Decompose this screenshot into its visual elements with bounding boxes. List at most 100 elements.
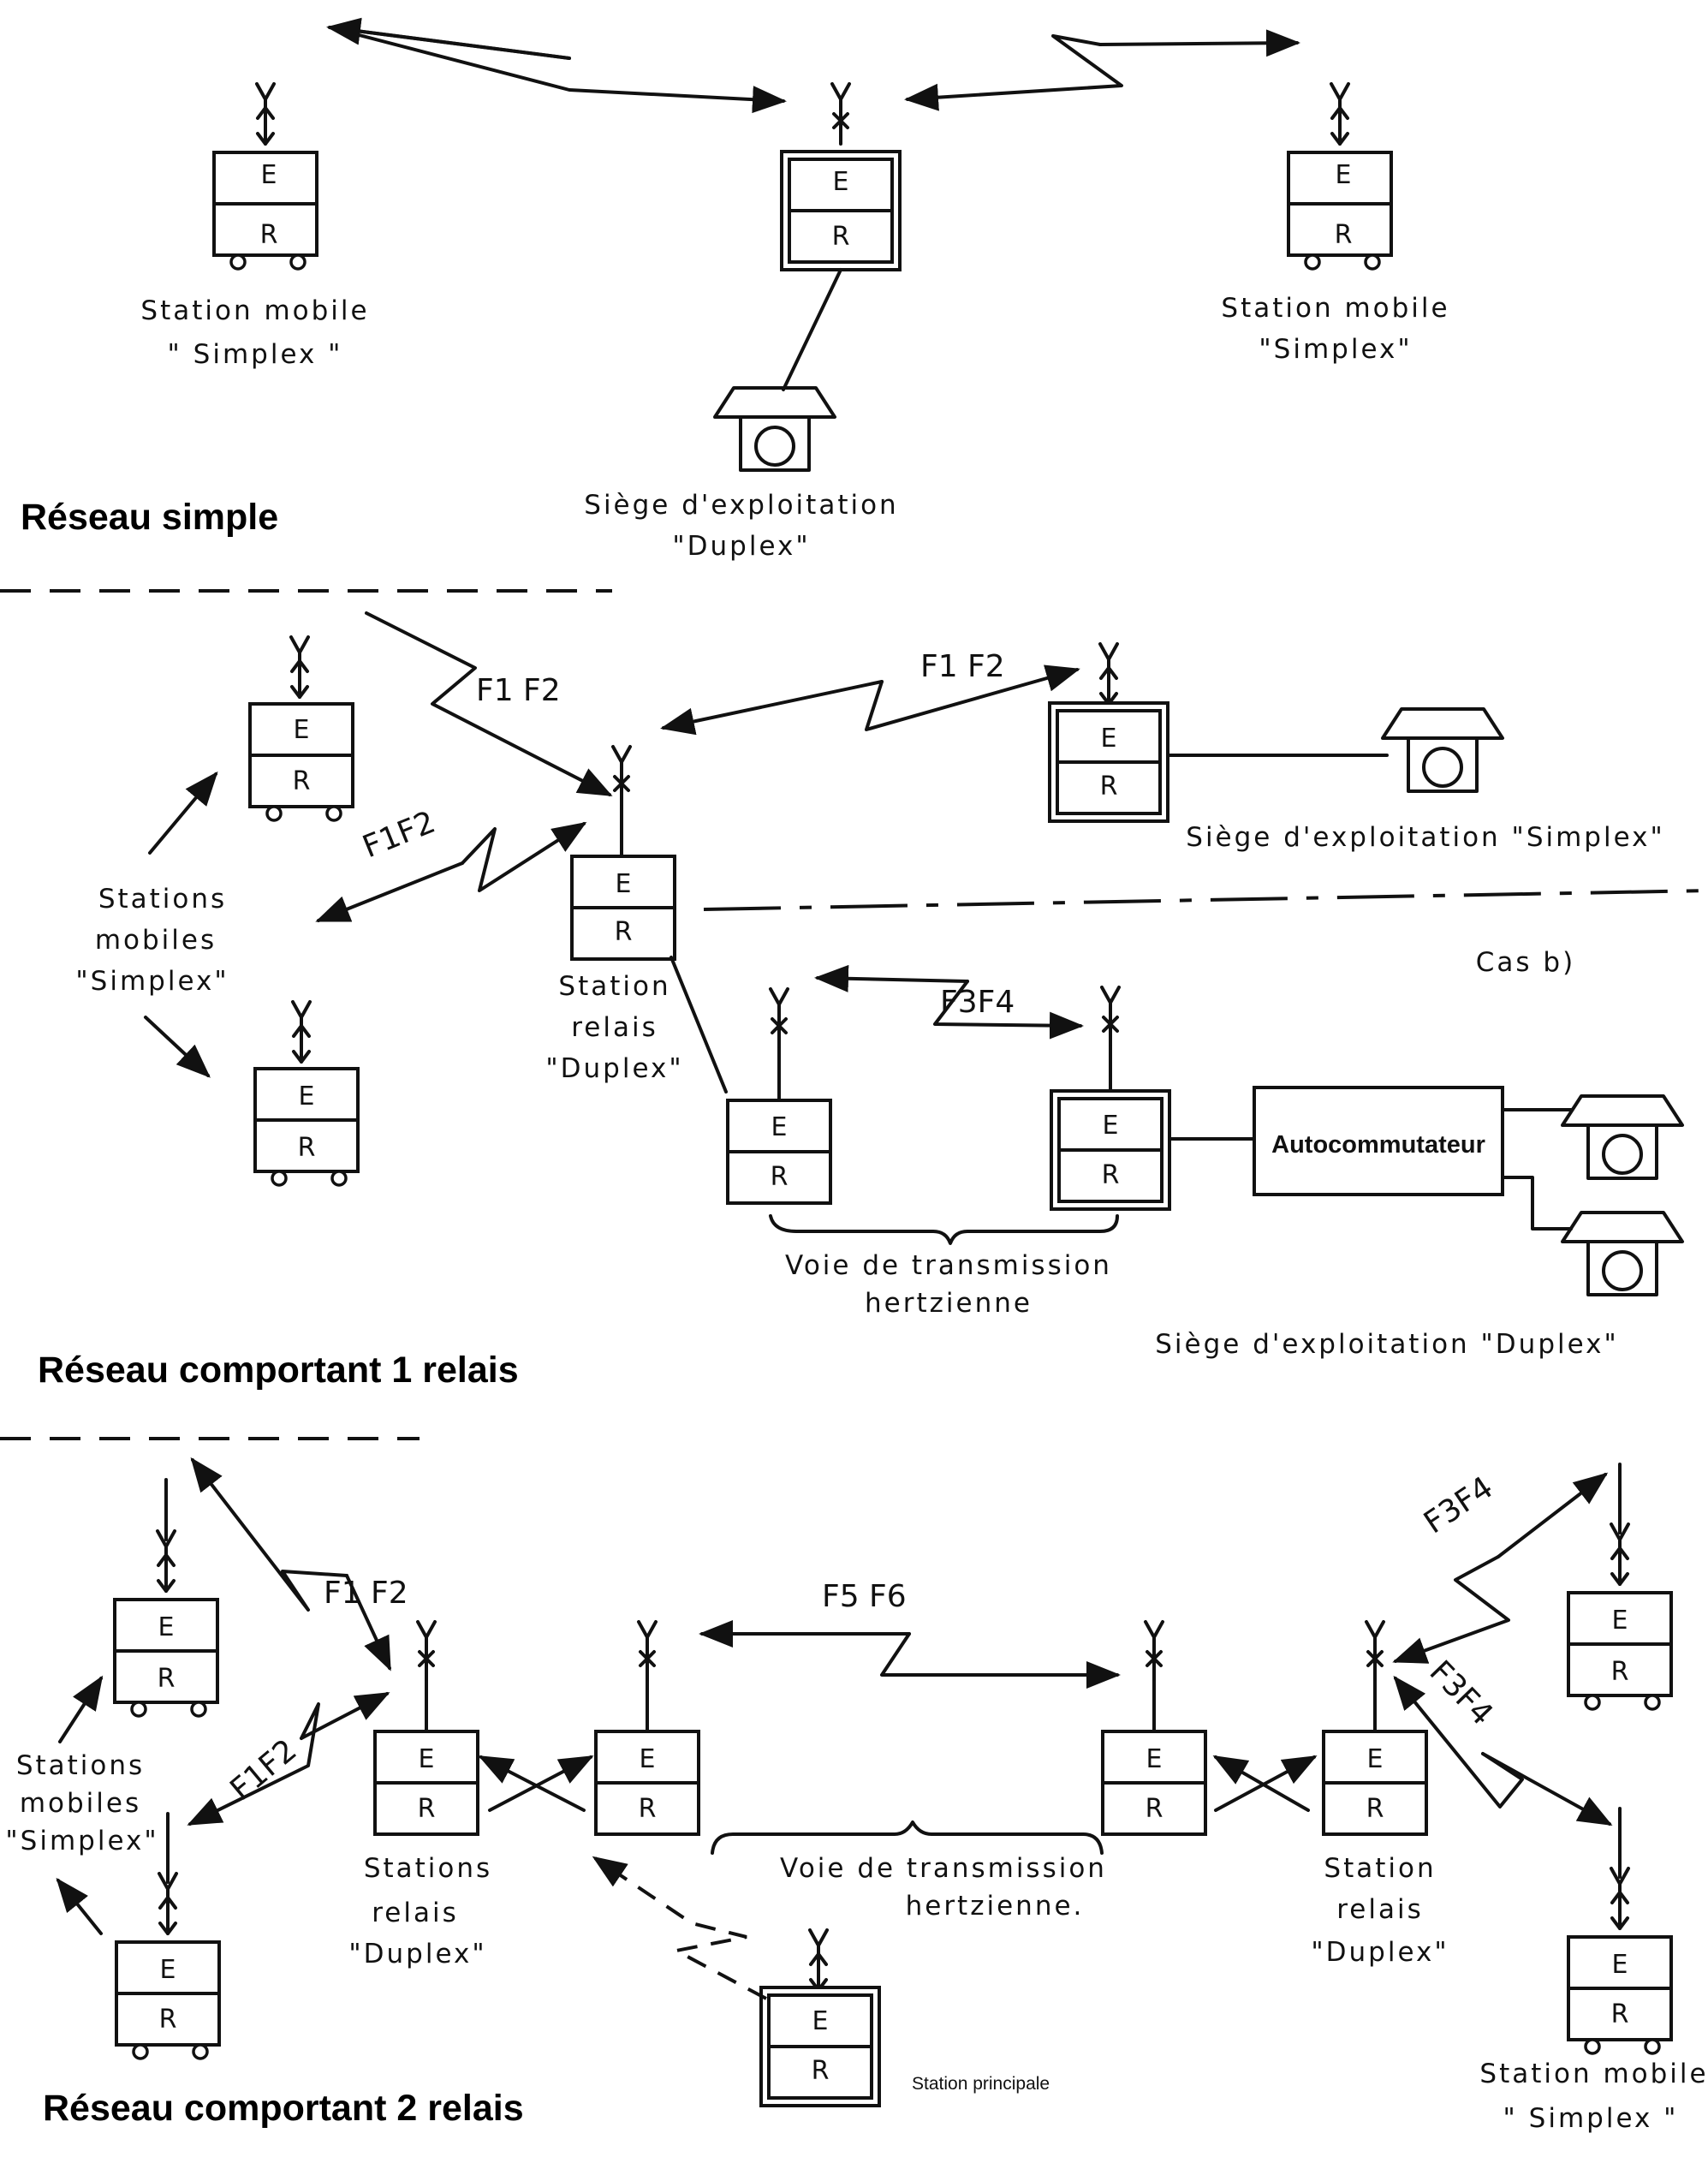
label: Autocommutateur bbox=[1271, 1131, 1485, 1159]
unit-e-label: E bbox=[160, 1955, 176, 1985]
label: mobiles bbox=[95, 925, 217, 956]
unit-r-label: R bbox=[159, 2005, 177, 2035]
label: relais bbox=[571, 1012, 658, 1043]
telephone-icon bbox=[1381, 707, 1504, 793]
frequency-label: F3F4 bbox=[1423, 1654, 1500, 1732]
label: "Simplex" bbox=[1259, 334, 1412, 365]
unit-r-label: R bbox=[1100, 772, 1118, 801]
label: Station bbox=[558, 971, 670, 1002]
unit-e-label: E bbox=[1612, 1606, 1628, 1636]
radio-link bbox=[315, 861, 464, 922]
label: Siège d'exploitation bbox=[584, 490, 898, 521]
s2-mobile-top bbox=[248, 635, 354, 822]
section-title-2-relais: Réseau comportant 2 relais bbox=[43, 2088, 524, 2129]
s3-mobile-bottom bbox=[115, 1812, 221, 2060]
label: Cas b) bbox=[1476, 947, 1575, 978]
s3-mobile-right-bottom bbox=[1567, 1807, 1673, 2055]
s3-mobile-top bbox=[113, 1478, 219, 1718]
frequency-label: F5 F6 bbox=[822, 1579, 907, 1614]
autocommutateur-box bbox=[1253, 1086, 1504, 1196]
s2-relay-station bbox=[570, 745, 676, 961]
label: Siège d'exploitation "Duplex" bbox=[1155, 1329, 1619, 1360]
label: Voie de transmission bbox=[780, 1853, 1107, 1884]
dashed-radio-link bbox=[592, 1856, 767, 2000]
unit-e-label: E bbox=[771, 1112, 788, 1142]
radio-link bbox=[328, 26, 787, 114]
unit-e-label: E bbox=[294, 715, 310, 745]
unit-r-label: R bbox=[832, 222, 850, 252]
frequency-label: F1 F2 bbox=[324, 1576, 408, 1611]
telephone-icon bbox=[713, 386, 836, 472]
frequency-label: F1F2 bbox=[358, 805, 440, 866]
radio-link bbox=[1098, 29, 1300, 57]
unit-r-label: R bbox=[639, 1794, 657, 1824]
brace bbox=[711, 1820, 1104, 1855]
label: "Duplex" bbox=[348, 1939, 486, 1969]
unit-r-label: R bbox=[771, 1162, 789, 1192]
s3-relay-right-a bbox=[1101, 1620, 1207, 1836]
frequency-label: F3F4 bbox=[940, 985, 1015, 1020]
label: "Simplex" bbox=[5, 1826, 158, 1856]
label: relais bbox=[1336, 1894, 1424, 1925]
separator bbox=[703, 889, 1708, 911]
unit-e-label: E bbox=[616, 869, 632, 899]
label: Siège d'exploitation "Simplex" bbox=[1186, 822, 1664, 853]
unit-e-label: E bbox=[833, 167, 849, 197]
brace bbox=[769, 1214, 1119, 1245]
unit-r-label: R bbox=[1146, 1794, 1163, 1824]
unit-e-label: E bbox=[261, 160, 277, 190]
s3-relay-right-b bbox=[1322, 1620, 1428, 1836]
unit-e-label: E bbox=[1336, 160, 1352, 190]
frequency-label: F3F4 bbox=[1418, 1470, 1499, 1541]
label: Stations bbox=[16, 1750, 145, 1781]
radio-link bbox=[190, 1457, 348, 1612]
label: " Simplex " bbox=[168, 339, 343, 370]
label: "Duplex" bbox=[1311, 1937, 1449, 1968]
s3-mobile-right-top bbox=[1567, 1463, 1673, 1711]
unit-e-label: E bbox=[1612, 1950, 1628, 1980]
unit-e-label: E bbox=[640, 1744, 656, 1774]
unit-r-label: R bbox=[158, 1664, 176, 1694]
radio-link bbox=[187, 1702, 320, 1826]
unit-e-label: E bbox=[812, 2006, 829, 2036]
radio-link bbox=[1392, 1555, 1510, 1664]
label: "Duplex" bbox=[672, 531, 810, 562]
label: hertzienne. bbox=[906, 1891, 1085, 1922]
label: Stations bbox=[364, 1853, 492, 1884]
unit-e-label: E bbox=[299, 1082, 315, 1111]
radio-link bbox=[814, 964, 969, 992]
section-title-simple: Réseau simple bbox=[21, 497, 278, 538]
unit-r-label: R bbox=[1611, 1657, 1629, 1687]
unit-r-label: R bbox=[418, 1794, 436, 1824]
section-reseau-2-relais: E R E R E R E R bbox=[5, 1457, 1706, 2134]
unit-e-label: E bbox=[1101, 724, 1117, 754]
unit-r-label: R bbox=[293, 766, 311, 796]
s1-mobile-right bbox=[1287, 82, 1393, 271]
radio-link bbox=[365, 611, 613, 796]
unit-r-label: R bbox=[1335, 220, 1353, 250]
section-reseau-1-relais: E R E R E R E R F1 F2 bbox=[0, 611, 1708, 1440]
s2-link-unit-left bbox=[726, 987, 832, 1205]
s1-mobile-left bbox=[212, 82, 318, 271]
unit-e-label: E bbox=[158, 1612, 175, 1642]
radio-link bbox=[660, 680, 884, 736]
s3-relay-left-a bbox=[373, 1620, 479, 1836]
unit-r-label: R bbox=[1366, 1794, 1384, 1824]
unit-r-label: R bbox=[1102, 1160, 1120, 1190]
unit-e-label: E bbox=[1367, 1744, 1384, 1774]
frequency-label: F1 F2 bbox=[476, 673, 561, 708]
label: "Simplex" bbox=[75, 966, 229, 997]
unit-e-label: E bbox=[419, 1744, 435, 1774]
unit-r-label: R bbox=[812, 2056, 830, 2086]
label: mobiles bbox=[20, 1788, 141, 1819]
label: Voie de transmission bbox=[785, 1250, 1112, 1281]
unit-e-label: E bbox=[1103, 1111, 1119, 1141]
frequency-label: F1 F2 bbox=[920, 649, 1005, 684]
s2-link-unit-right bbox=[1050, 986, 1171, 1211]
label: hertzienne bbox=[865, 1288, 1033, 1319]
label: Station mobile bbox=[1221, 293, 1449, 324]
label: relais bbox=[372, 1898, 459, 1928]
frequency-label: F1F2 bbox=[223, 1732, 303, 1807]
unit-e-label: E bbox=[1146, 1744, 1163, 1774]
